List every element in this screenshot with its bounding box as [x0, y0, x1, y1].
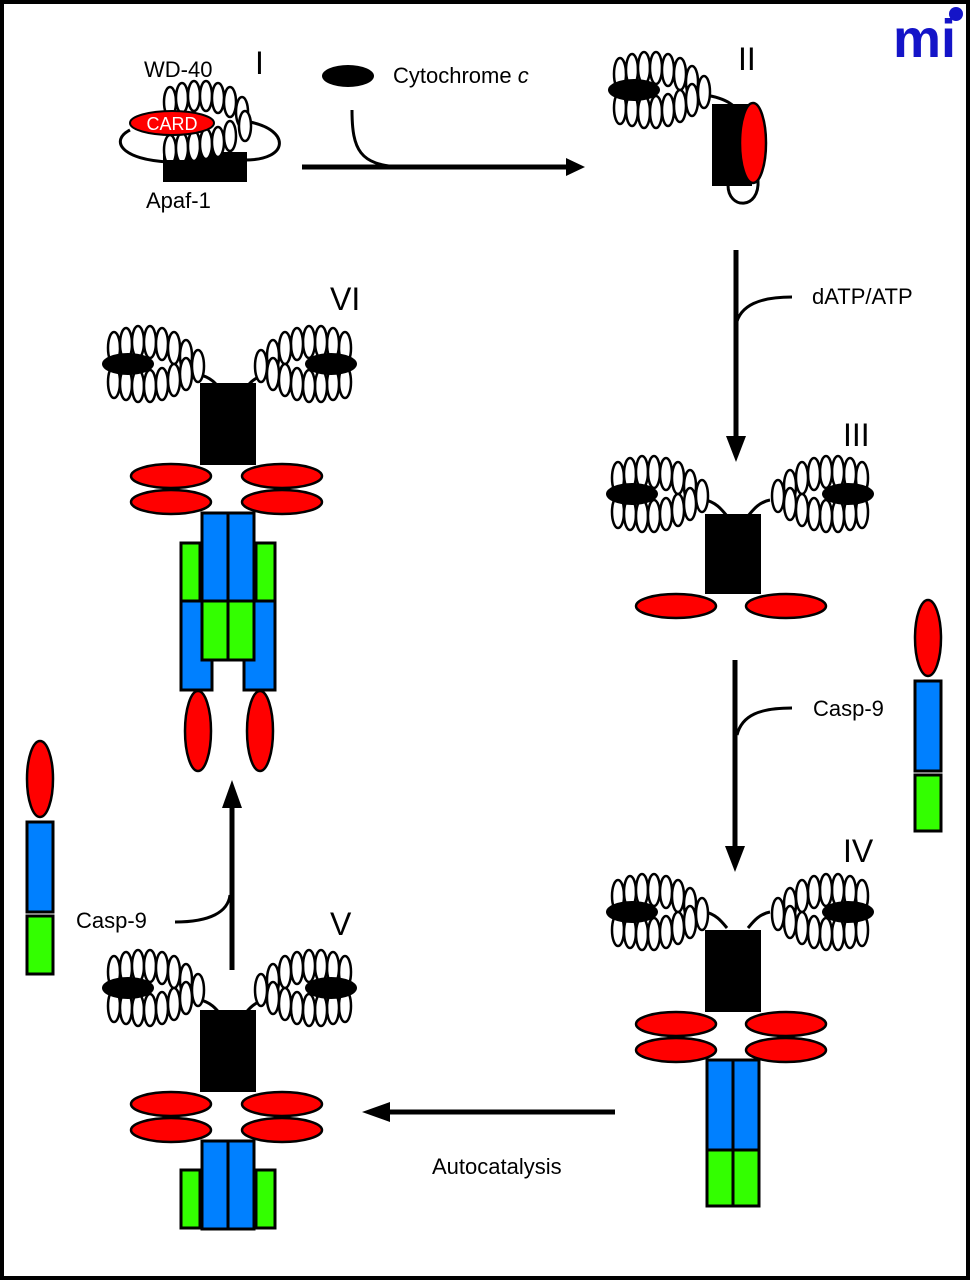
card-domain [240, 1090, 324, 1118]
autocatalysis-step: Autocatalysis [362, 1102, 615, 1179]
small-subunit [179, 1168, 202, 1230]
small-subunit [705, 1148, 735, 1208]
small-subunit [25, 914, 55, 976]
stage-iv-apoptosome-casp9: IV [604, 833, 876, 1208]
small-subunit [200, 599, 230, 662]
cytochrome-label: Cytochrome c [393, 63, 529, 88]
stage-label-vi: VI [330, 281, 360, 317]
large-subunit [705, 1058, 735, 1152]
arrowhead-icon [222, 780, 242, 808]
nb-arc-domain [705, 930, 761, 1012]
arrowhead-icon [725, 846, 745, 872]
autocatalysis-label: Autocatalysis [432, 1154, 562, 1179]
card-domain [240, 1116, 324, 1144]
card-domain [240, 462, 324, 490]
casp9-recruit-step: Casp-9 [725, 598, 943, 872]
large-subunit [913, 679, 943, 773]
small-subunit [254, 1168, 277, 1230]
card-domain [744, 1010, 828, 1038]
card-domain [738, 101, 768, 185]
small-subunit [254, 541, 277, 603]
arrowhead-icon [726, 436, 746, 462]
stage-iii-apaf1-dimer: III [604, 417, 876, 620]
stage-label-ii: II [738, 41, 756, 77]
large-subunit [226, 1139, 256, 1231]
datp-step: dATP/ATP [726, 250, 913, 462]
small-subunit [226, 599, 256, 662]
stage-vi-active-apoptosome: VI [100, 281, 360, 773]
card-domain [913, 598, 943, 678]
procaspase-9-left [25, 739, 55, 976]
card-domain [634, 592, 718, 620]
cytochrome-c-icon [322, 65, 374, 87]
logo-text: mi [893, 9, 956, 69]
datp-label: dATP/ATP [812, 284, 913, 309]
arrowhead-icon [362, 1102, 390, 1122]
stage-label-v: V [330, 906, 352, 942]
arrowhead-icon [566, 158, 585, 176]
large-subunit [731, 1058, 761, 1152]
casp9-left-label: Casp-9 [76, 908, 147, 933]
logo-dot [949, 7, 963, 21]
small-subunit [913, 773, 943, 833]
card-domain [634, 1036, 718, 1064]
figure-panel [4, 4, 966, 1276]
card-domain [25, 739, 55, 819]
casp9-right-label: Casp-9 [813, 696, 884, 721]
casp9-second-step: Casp-9 [25, 739, 242, 976]
card-domain [129, 488, 213, 516]
procaspase-9-right [913, 598, 943, 833]
card-domain [744, 1036, 828, 1064]
stage-label-i: I [255, 45, 264, 81]
stage-v-processed-casp9: V [100, 906, 359, 1231]
card-domain [129, 462, 213, 490]
large-subunit [226, 511, 256, 603]
card-domain [744, 592, 828, 620]
card-domain [183, 689, 213, 773]
small-subunit [731, 1148, 761, 1208]
wd40-label: WD-40 [144, 57, 212, 82]
nb-arc-domain [705, 514, 761, 594]
card-domain [129, 110, 215, 136]
stage-label-iv: IV [843, 833, 874, 869]
card-domain [634, 1010, 718, 1038]
card-domain [240, 488, 324, 516]
stage-label-iii: III [843, 417, 870, 453]
cytochrome-c-step: Cytochrome c [302, 63, 585, 176]
card-domain [129, 1116, 213, 1144]
mi-logo: mi [893, 7, 963, 69]
card-domain [129, 1090, 213, 1118]
nb-arc-domain [200, 383, 256, 465]
stage-i-apaf1-inactive: CARD WD-40 Apaf-1 I [118, 45, 281, 213]
card-domain [245, 689, 275, 773]
nb-arc-domain [200, 1010, 256, 1092]
apaf1-label: Apaf-1 [146, 188, 211, 213]
card-label: CARD [146, 114, 197, 134]
stage-ii-apaf1-cytc: II [606, 41, 768, 205]
large-subunit [200, 1139, 230, 1231]
large-subunit [25, 820, 55, 914]
large-subunit [200, 511, 230, 603]
small-subunit [179, 541, 202, 603]
